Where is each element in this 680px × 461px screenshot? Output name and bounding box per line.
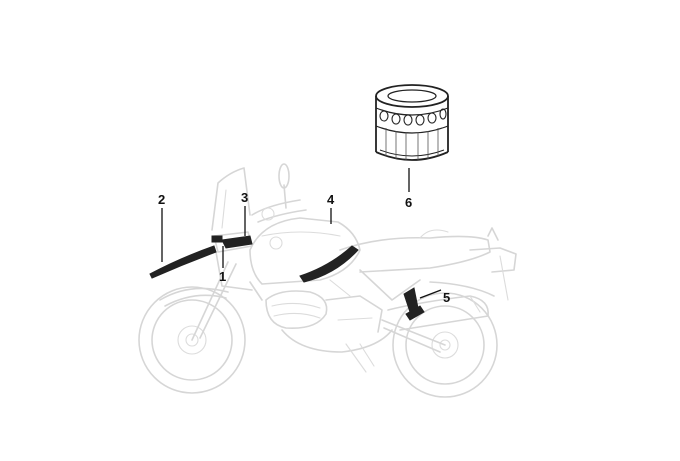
leader-lines — [161, 168, 442, 299]
tank-decal — [299, 245, 359, 283]
callout-3: 3 — [241, 190, 249, 205]
highlighted-parts — [149, 235, 425, 321]
side-decal-lower — [405, 305, 425, 321]
callout-1: 1 — [219, 269, 227, 284]
callout-6: 6 — [405, 195, 413, 210]
callout-5: 5 — [443, 290, 451, 305]
front-fender-decal — [149, 245, 217, 279]
callout-2: 2 — [158, 192, 166, 207]
leader-5 — [419, 289, 442, 299]
callout-4: 4 — [327, 192, 335, 207]
fairing-decal — [221, 235, 253, 249]
oil-filter — [375, 84, 449, 161]
fairing-decal-small — [211, 235, 223, 243]
